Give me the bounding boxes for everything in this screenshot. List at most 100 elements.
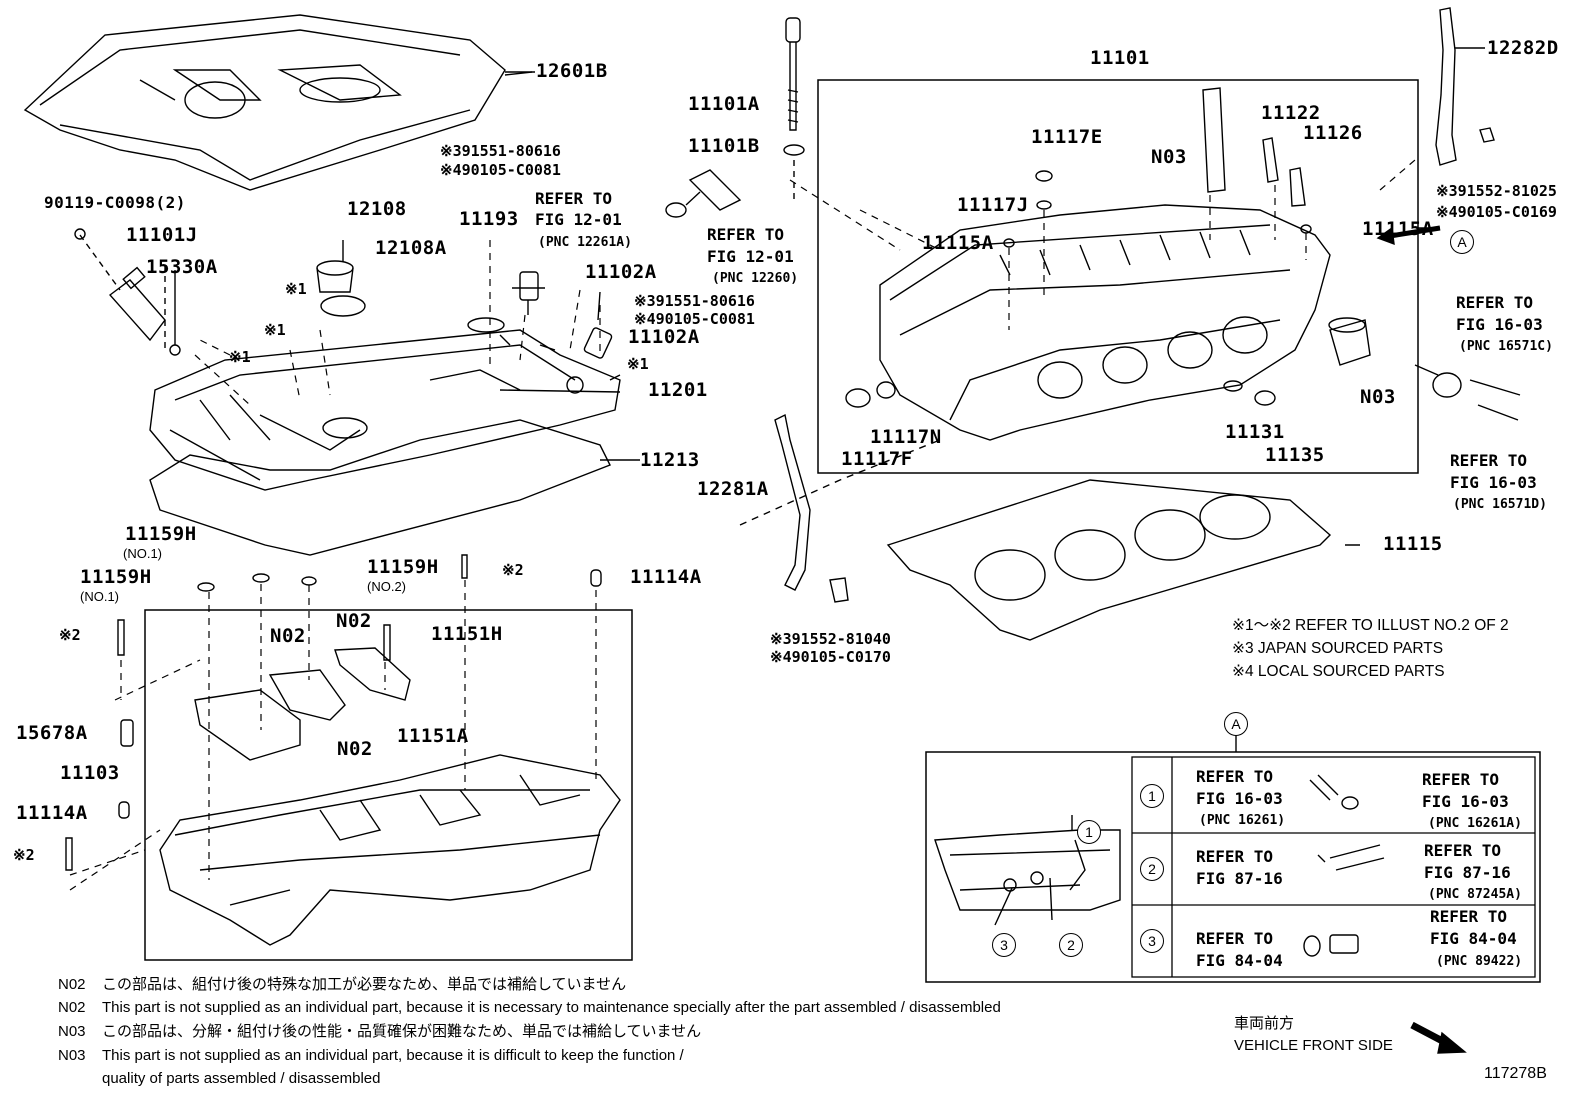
part-label-11122[interactable]: 11122 <box>1261 102 1321 124</box>
refer-to-pnc: (PNC 16571D) <box>1453 497 1547 512</box>
part-label-11193[interactable]: 11193 <box>459 208 519 230</box>
part-label-11213[interactable]: 11213 <box>640 449 700 471</box>
part-label-11117N[interactable]: 11117N <box>870 426 942 448</box>
part-label-11114A-left[interactable]: 11114A <box>16 802 88 824</box>
bolt-code[interactable]: ※391551-80616 <box>634 292 755 310</box>
detail-row-right-pnc: (PNC 16261A) <box>1428 816 1522 831</box>
part-label-11115A-left[interactable]: 11115A <box>922 232 994 254</box>
head-cover-gasket-drawing <box>149 419 611 556</box>
refer-to-fig[interactable]: FIG 12-01 <box>535 210 622 229</box>
part-label-90119[interactable]: 90119-C0098(2) <box>44 193 186 212</box>
detail-row-left-label: REFER TO <box>1196 767 1274 786</box>
refer-to-fig[interactable]: FIG 16-03 <box>1450 473 1537 492</box>
refer-to-label: REFER TO <box>1456 293 1534 312</box>
note-mark-2: ※2 <box>59 626 81 644</box>
part-label-12601B[interactable]: 12601B <box>536 60 608 82</box>
bolt-code[interactable]: ※391551-80616 <box>440 142 561 160</box>
part-label-11101[interactable]: 11101 <box>1090 47 1150 69</box>
detail-row-right-fig[interactable]: FIG 87-16 <box>1424 863 1511 882</box>
detail-row-left-fig[interactable]: FIG 84-04 <box>1196 951 1283 970</box>
bracket-12281A-drawing <box>739 413 941 603</box>
part-label-12108A[interactable]: 12108A <box>375 237 447 259</box>
part-label-11159H-c[interactable]: 11159H <box>367 556 439 578</box>
cylinder-head-cover-drawing <box>149 329 621 491</box>
bolt-code[interactable]: ※490105-C0081 <box>634 310 755 328</box>
bolt-code[interactable]: ※490105-C0081 <box>440 161 561 179</box>
note-mark-1: ※1 <box>627 355 649 373</box>
part-sublabel-no1-b: (NO.1) <box>80 589 119 604</box>
bearing-caps-drawing <box>194 647 411 761</box>
detail-row-left-label: REFER TO <box>1196 847 1274 866</box>
detail-row-left-fig[interactable]: FIG 87-16 <box>1196 869 1283 888</box>
head-gasket-drawing <box>886 479 1332 641</box>
bracket-12282D-drawing <box>1435 7 1495 166</box>
part-label-N02-b[interactable]: N02 <box>336 610 372 632</box>
detail-engine-drawing <box>934 815 1121 926</box>
part-label-11117J[interactable]: 11117J <box>957 194 1029 216</box>
part-label-N02-a[interactable]: N02 <box>270 625 306 647</box>
refer-to-fig[interactable]: FIG 12-01 <box>707 247 794 266</box>
detail-row-right-fig[interactable]: FIG 16-03 <box>1422 792 1509 811</box>
detail-row-right-fig[interactable]: FIG 84-04 <box>1430 929 1517 948</box>
refer-to-label: REFER TO <box>535 189 613 208</box>
detail-row-right-label: REFER TO <box>1424 841 1502 860</box>
part-label-12108[interactable]: 12108 <box>347 198 407 220</box>
part-label-11102A-upper[interactable]: 11102A <box>585 261 657 283</box>
part-label-11115[interactable]: 11115 <box>1383 533 1443 555</box>
bolt-code[interactable]: ※391552-81040 <box>770 630 891 648</box>
vehicle-front-en: VEHICLE FRONT SIDE <box>1234 1037 1393 1054</box>
part-label-11131[interactable]: 11131 <box>1225 421 1285 443</box>
detail-row-right-label: REFER TO <box>1430 907 1508 926</box>
footnote-code: N03 <box>58 1047 86 1064</box>
view-marker-a[interactable]: A <box>1450 230 1474 254</box>
pcv-hose-drawing <box>665 169 742 218</box>
part-label-11201[interactable]: 11201 <box>648 379 708 401</box>
footnote-text-jp: この部品は、組付け後の特殊な加工が必要なため、単品では補給していません <box>102 976 627 993</box>
part-label-11114A-right[interactable]: 11114A <box>630 566 702 588</box>
part-label-11159H-a[interactable]: 11159H <box>125 523 197 545</box>
part-label-15678A[interactable]: 15678A <box>16 722 88 744</box>
part-label-11101B[interactable]: 11101B <box>688 135 760 157</box>
part-label-11159H-b[interactable]: 11159H <box>80 566 152 588</box>
footnote-text-jp: この部品は、分解・組付け後の性能・品質確保が困難なため、単品では補給していません <box>102 1023 702 1040</box>
part-label-N03-top[interactable]: N03 <box>1151 146 1187 168</box>
detail-row-left-pnc: (PNC 16261) <box>1199 813 1286 828</box>
footnote-code: N02 <box>58 976 86 993</box>
refer-to-fig[interactable]: FIG 16-03 <box>1456 315 1543 334</box>
part-label-11103[interactable]: 11103 <box>60 762 120 784</box>
refer-to-pnc: (PNC 16571C) <box>1459 339 1553 354</box>
note-mark-1: ※1 <box>229 348 251 366</box>
footnote-code: N03 <box>58 1023 86 1040</box>
detail-marker-a[interactable]: A <box>1224 712 1248 736</box>
detail-row-left-fig[interactable]: FIG 16-03 <box>1196 789 1283 808</box>
part-label-11135[interactable]: 11135 <box>1265 444 1325 466</box>
bolt-code[interactable]: ※391552-81025 <box>1436 182 1557 200</box>
part-label-11101A[interactable]: 11101A <box>688 93 760 115</box>
coolant-pipe-drawing <box>1414 364 1521 421</box>
part-label-N03-right[interactable]: N03 <box>1360 386 1396 408</box>
part-label-11126[interactable]: 11126 <box>1303 122 1363 144</box>
legend-line-1: ※1～※2 REFER TO ILLUST NO.2 OF 2 <box>1232 617 1509 634</box>
part-sublabel-no1-a: (NO.1) <box>123 546 162 561</box>
part-label-N02-c[interactable]: N02 <box>337 738 373 760</box>
part-label-11117E[interactable]: 11117E <box>1031 126 1103 148</box>
legend-line-3: ※4 LOCAL SOURCED PARTS <box>1232 663 1445 680</box>
vehicle-front-jp: 車両前方 <box>1234 1015 1295 1032</box>
part-label-11117F[interactable]: 11117F <box>841 448 913 470</box>
part-label-15330A[interactable]: 15330A <box>146 256 218 278</box>
detail-row-right-pnc: (PNC 87245A) <box>1428 887 1522 902</box>
part-label-11115A-right[interactable]: 11115A <box>1362 218 1434 240</box>
head-small-parts-drawing <box>845 87 1371 408</box>
bolt-code[interactable]: ※490105-C0169 <box>1436 203 1557 221</box>
part-label-11101J[interactable]: 11101J <box>126 224 198 246</box>
note-mark-2: ※2 <box>502 561 524 579</box>
footnote-text-en-cont: quality of parts assembled / disassemble… <box>102 1070 381 1087</box>
part-label-11151A[interactable]: 11151A <box>397 725 469 747</box>
refer-to-label: REFER TO <box>707 225 785 244</box>
part-label-11102A-lower[interactable]: 11102A <box>628 326 700 348</box>
part-label-12281A[interactable]: 12281A <box>697 478 769 500</box>
part-label-11151H[interactable]: 11151H <box>431 623 503 645</box>
part-label-12282D[interactable]: 12282D <box>1487 37 1559 59</box>
detail-row-right-label: REFER TO <box>1422 770 1500 789</box>
bolt-code[interactable]: ※490105-C0170 <box>770 648 891 666</box>
